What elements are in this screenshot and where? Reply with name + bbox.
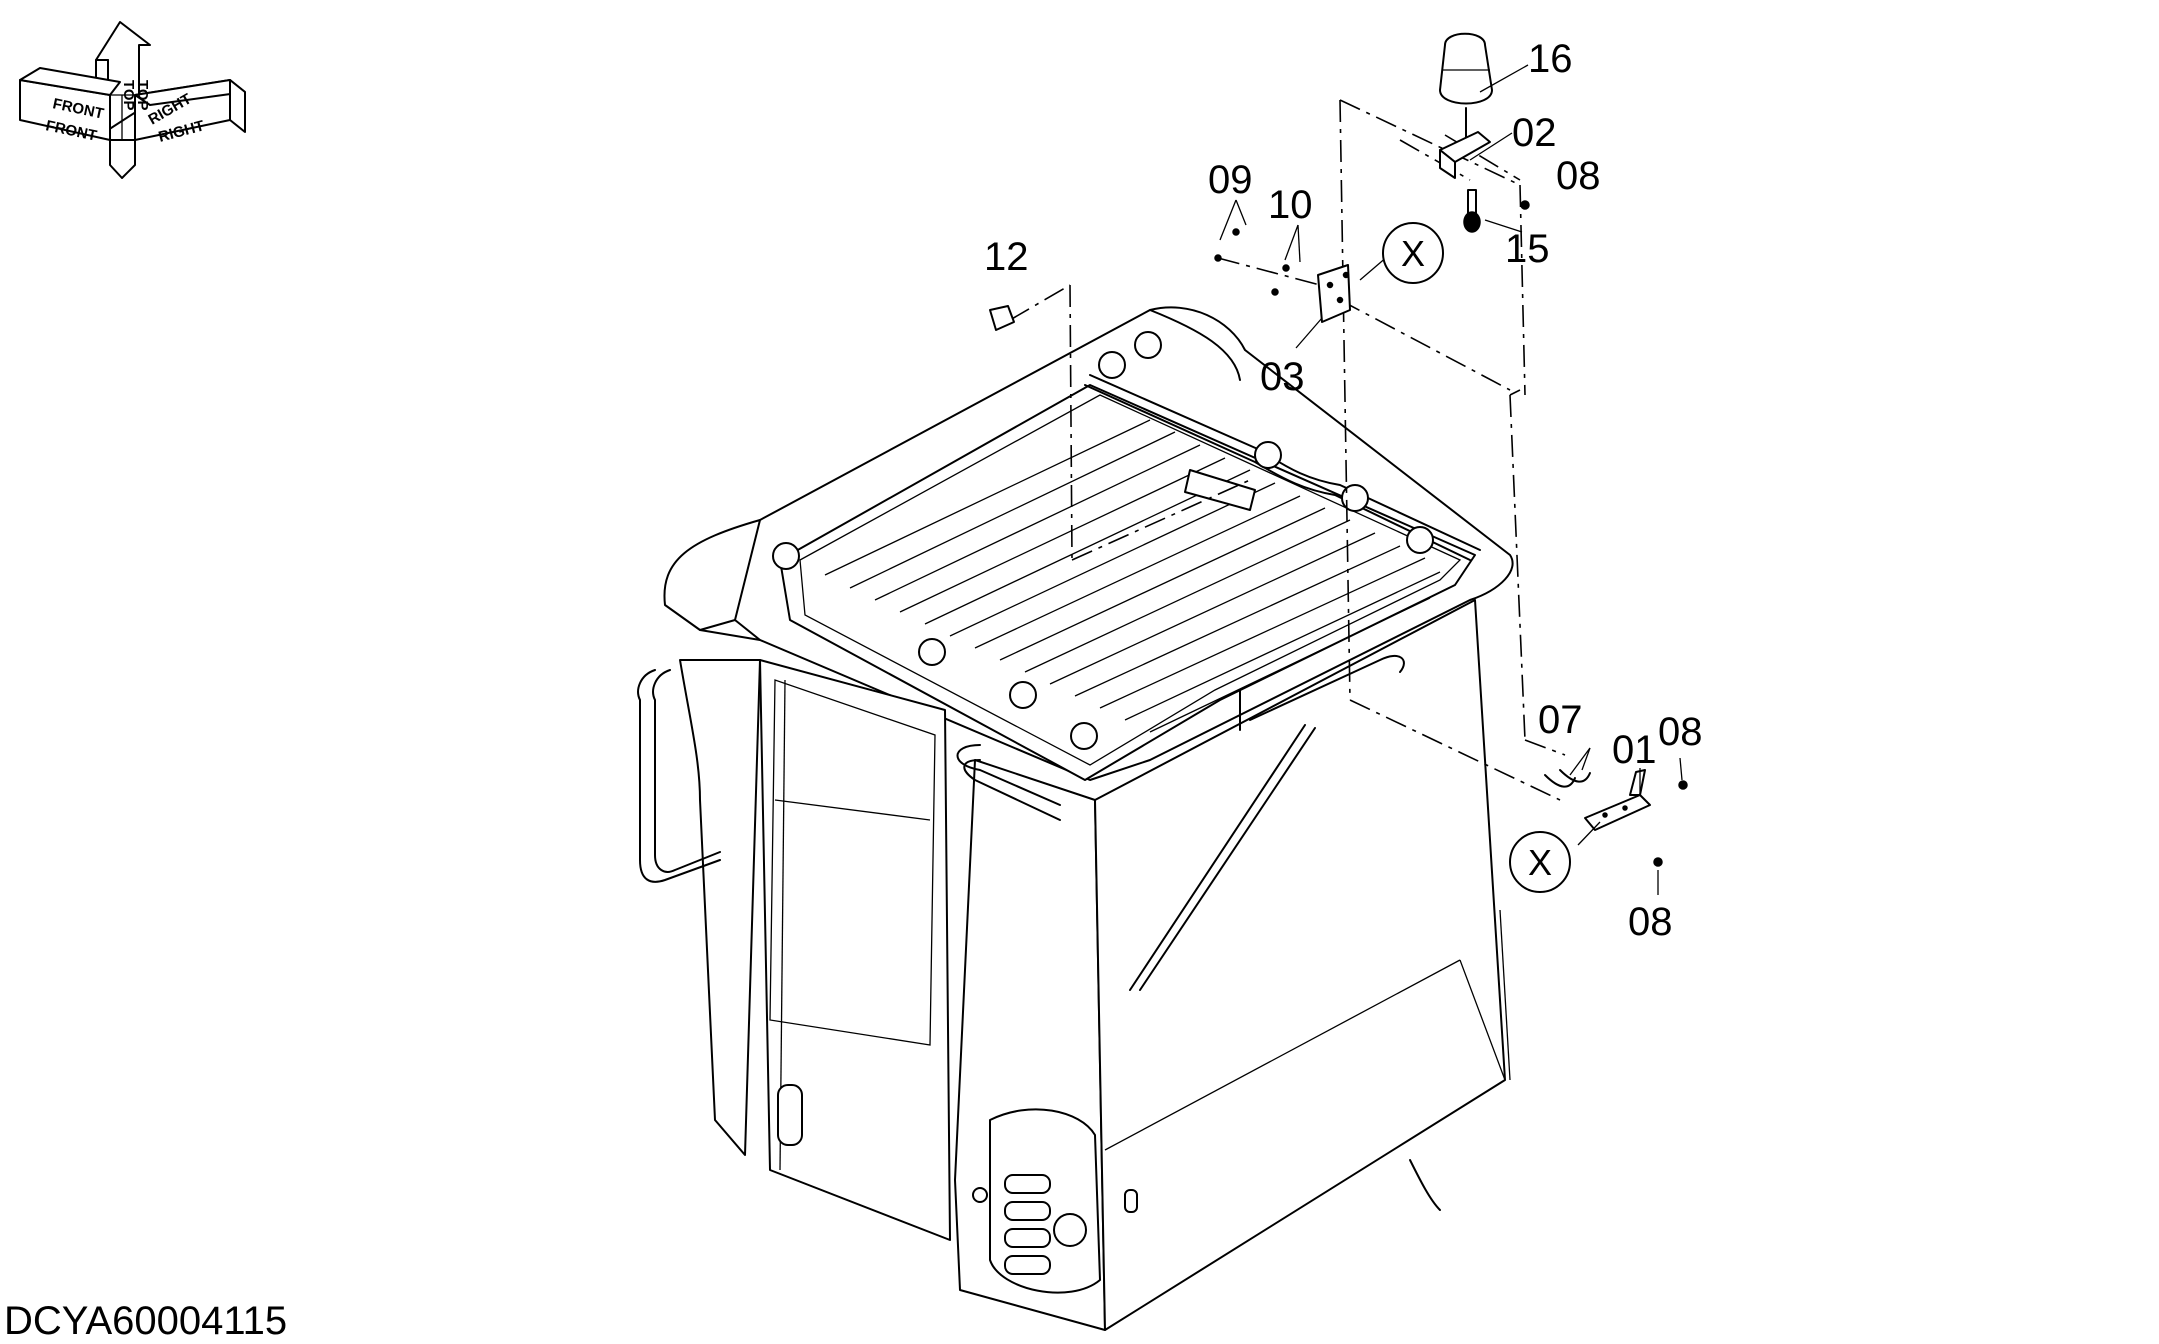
part-03-plate (1317, 264, 1351, 323)
callout-08-right: 08 (1658, 710, 1703, 754)
part-07-hook (1544, 769, 1591, 788)
part-16-beacon (1439, 32, 1493, 141)
callout-09: 09 (1208, 158, 1253, 202)
roof-ribs (824, 419, 1441, 733)
orientation-top-label-2: TOP (134, 80, 151, 111)
view-marker-x-top-label: X (1401, 233, 1425, 274)
part-01-bracket (1584, 769, 1651, 831)
view-marker-x-bottom-label: X (1528, 842, 1552, 883)
vent-slots (1004, 1174, 1051, 1275)
part-08-nuts-bottom (1653, 780, 1688, 867)
callout-07: 07 (1538, 698, 1583, 742)
part-08-nut-top (1520, 200, 1530, 210)
view-marker-x-top: X (1382, 222, 1444, 284)
cab-assembly (637, 306, 1514, 1331)
roof-bolts (772, 331, 1434, 750)
drawing-reference: DCYA60004115 (4, 1299, 287, 1343)
callout-12: 12 (984, 235, 1029, 279)
callout-03: 03 (1260, 355, 1305, 399)
callout-10: 10 (1268, 183, 1313, 227)
callout-08-top: 08 (1556, 154, 1601, 198)
assembly-lines (1009, 99, 1566, 801)
part-12-cap (989, 305, 1015, 331)
part-09-10-fasteners (1214, 228, 1290, 296)
callout-15: 15 (1505, 227, 1550, 271)
callout-01: 01 (1612, 728, 1657, 772)
orientation-indicator: FRONT FRONT TOP TOP RIGHT RIGHT (19, 21, 246, 179)
callout-08-bottom: 08 (1628, 900, 1673, 944)
orientation-top-label: TOP (120, 80, 137, 111)
part-02-bracket (1439, 131, 1491, 179)
part-15-bolt (1463, 189, 1481, 233)
view-marker-x-bottom: X (1509, 831, 1571, 893)
callout-16: 16 (1528, 37, 1573, 81)
callout-02: 02 (1512, 111, 1557, 155)
